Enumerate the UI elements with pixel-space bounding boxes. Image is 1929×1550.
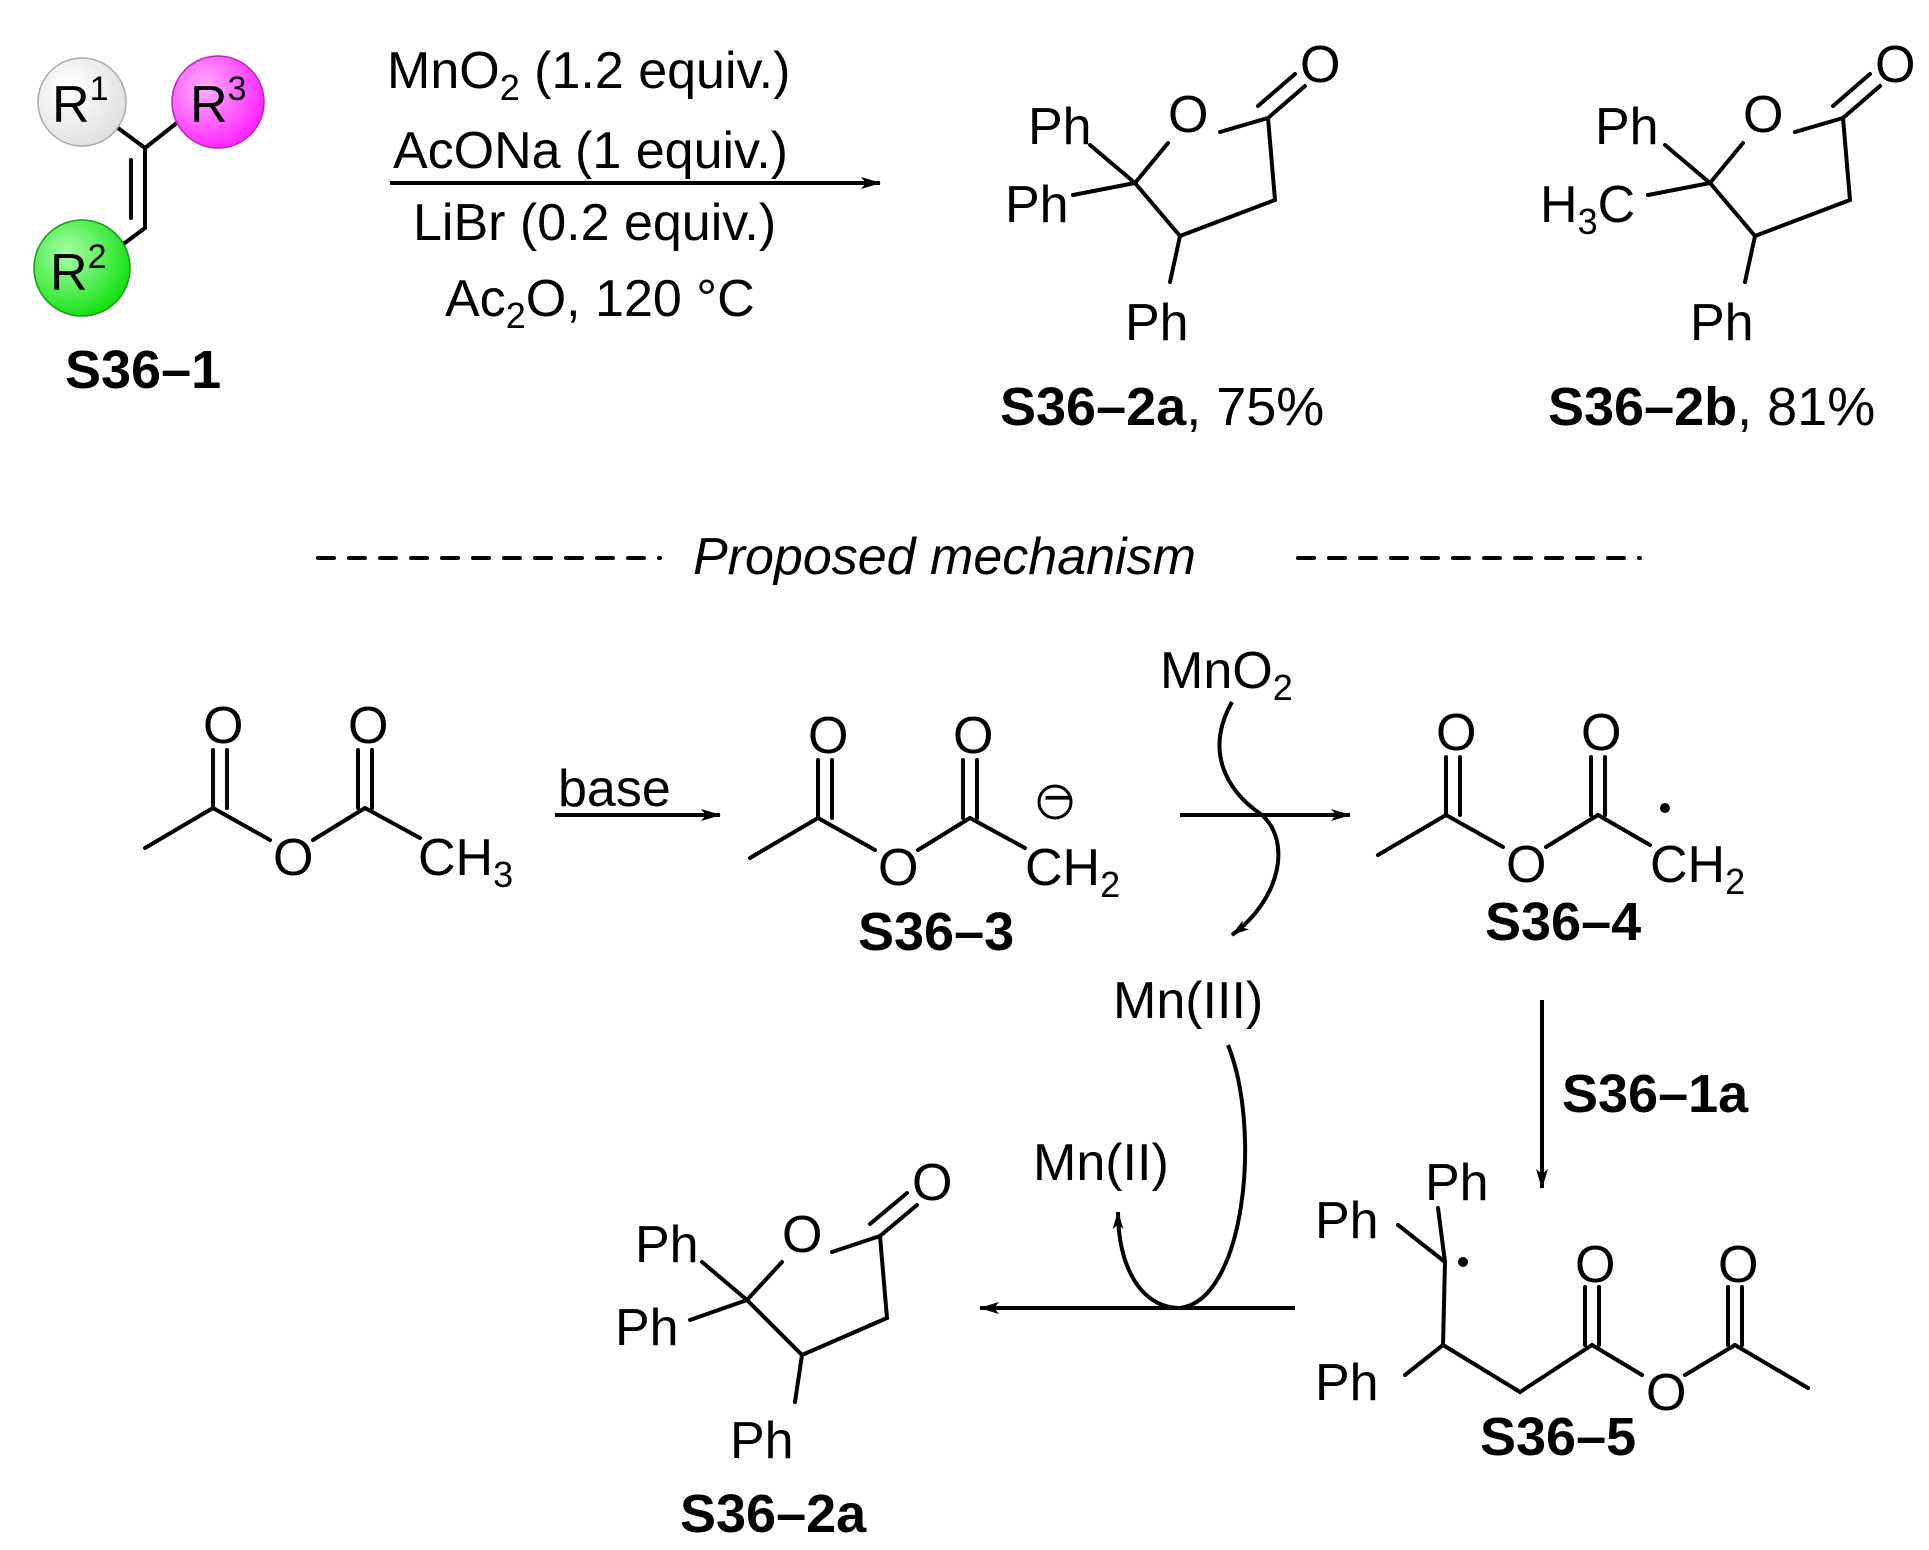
radical-adduct-s36-5: Ph Ph Ph O O O S36–5 xyxy=(1315,1154,1810,1467)
reaction-conditions: MnO2 (1.2 equiv.) AcONa (1 equiv.) LiBr … xyxy=(387,42,881,336)
radical-dot-icon xyxy=(1458,1257,1468,1267)
carbonyl-oxygen: O xyxy=(912,1154,952,1212)
r3-sphere xyxy=(171,55,265,149)
carbonyl-oxygen: O xyxy=(953,707,993,765)
product-s36-2b: O O Ph H3C Ph S36–2b, 81% xyxy=(1540,36,1915,437)
negative-charge-sign: − xyxy=(1043,769,1073,827)
carbonyl-oxygen: O xyxy=(348,697,388,755)
mechanism-heading: Proposed mechanism xyxy=(693,528,1196,586)
bridging-oxygen: O xyxy=(1506,836,1546,894)
product-2a-label: S36–2a, 75% xyxy=(1000,377,1324,437)
carbonyl-oxygen: O xyxy=(1436,704,1476,762)
base-label: base xyxy=(558,760,671,818)
acetic-anhydride: O O O CH3 xyxy=(143,697,513,895)
phenyl-black: Ph xyxy=(1315,1192,1379,1250)
methyl-group: H3C xyxy=(1540,176,1635,242)
s36-3-label: S36–3 xyxy=(858,902,1014,962)
s36-1a-reagent: S36–1a xyxy=(1562,1064,1749,1124)
curved-arrow-mn xyxy=(1112,1044,1248,1311)
substrate-label: S36–1 xyxy=(65,340,221,400)
product-s36-2a: O O Ph Ph Ph S36–2a, 75% xyxy=(1000,36,1340,437)
substrate-s36-1: R1 R3 R2 S36–1 xyxy=(33,55,265,400)
condition-mno2: MnO2 (1.2 equiv.) xyxy=(387,42,790,108)
phenyl-green: Ph xyxy=(730,1412,794,1470)
negative-charge-icon xyxy=(1037,784,1073,820)
phenyl-green: Ph xyxy=(1315,1354,1379,1412)
cyclization-step: Mn(II) xyxy=(979,1044,1295,1314)
methylene-radical: CH2 xyxy=(1650,836,1745,902)
mechanism-divider: Proposed mechanism xyxy=(316,528,1642,586)
s36-4-label: S36–4 xyxy=(1485,892,1641,952)
phenyl-green: Ph xyxy=(1690,294,1754,352)
r1-label: R1 xyxy=(52,70,108,134)
ring-oxygen: O xyxy=(1168,86,1208,144)
s36-5-label: S36–5 xyxy=(1480,1407,1636,1467)
radical-dot-icon xyxy=(1660,803,1670,813)
phenyl-green: Ph xyxy=(1125,294,1189,352)
mn-ii: Mn(II) xyxy=(1033,1134,1169,1192)
bridging-oxygen: O xyxy=(878,839,918,897)
r2-label: R2 xyxy=(50,238,106,302)
condition-libr: LiBr (0.2 equiv.) xyxy=(413,194,776,252)
mn-iii: Mn(III) xyxy=(1113,972,1263,1030)
condition-acona: AcONa (1 equiv.) xyxy=(393,122,788,180)
product-2b-label: S36–2b, 81% xyxy=(1548,377,1875,437)
r2-sphere xyxy=(33,219,131,317)
phenyl-magenta: Ph xyxy=(1028,98,1092,156)
carbonyl-oxygen: O xyxy=(203,697,243,755)
r3-label: R3 xyxy=(190,70,246,134)
r1-sphere xyxy=(37,57,127,147)
phenyl-magenta: Ph xyxy=(1425,1154,1489,1212)
methyl-group: CH3 xyxy=(418,829,513,895)
methylene-anion: CH2 xyxy=(1025,839,1120,905)
final-product-label: S36–2a xyxy=(680,1484,867,1544)
phenyl-magenta: Ph xyxy=(635,1216,699,1274)
base-step: base xyxy=(555,760,721,821)
mno2-reagent: MnO2 xyxy=(1160,642,1293,708)
carbonyl-oxygen: O xyxy=(1581,704,1621,762)
bridging-oxygen: O xyxy=(1646,1364,1686,1422)
carbonyl-oxygen: O xyxy=(1718,1236,1758,1294)
condition-solvent-temp: Ac2O, 120 °C xyxy=(445,270,755,336)
carbonyl-oxygen: O xyxy=(1575,1236,1615,1294)
oxidation-step: MnO2 Mn(III) xyxy=(1113,642,1351,1030)
curved-arrow-mno2 xyxy=(1217,701,1281,937)
phenyl-black: Ph xyxy=(1005,176,1069,234)
phenyl-magenta: Ph xyxy=(1595,98,1659,156)
addition-step: S36–1a xyxy=(1536,1000,1749,1189)
phenyl-black: Ph xyxy=(615,1299,679,1357)
final-product-s36-2a: O O Ph Ph Ph S36–2a xyxy=(615,1154,952,1544)
carbonyl-oxygen: O xyxy=(808,707,848,765)
enolate-s36-3: O O O CH2 − S36–3 xyxy=(748,707,1120,962)
ring-oxygen: O xyxy=(782,1206,822,1264)
bridging-oxygen: O xyxy=(273,829,313,887)
ring-oxygen: O xyxy=(1743,86,1783,144)
radical-s36-4: O O O CH2 S36–4 xyxy=(1376,704,1745,952)
carbonyl-oxygen: O xyxy=(1300,36,1340,94)
carbonyl-oxygen: O xyxy=(1875,36,1915,94)
